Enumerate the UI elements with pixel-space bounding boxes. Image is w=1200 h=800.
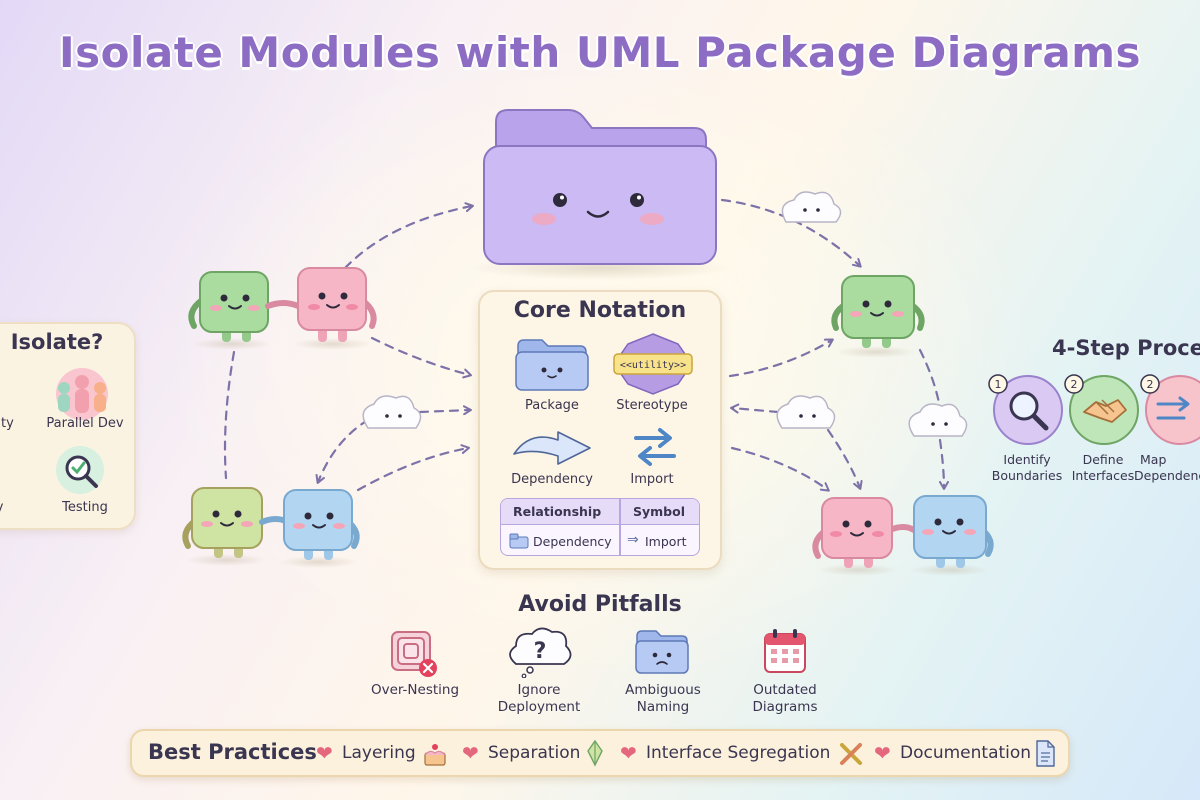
pitfall-label-line2: Diagrams: [752, 699, 818, 715]
table-header-relationship: Relationship: [513, 504, 602, 519]
module-character-olive-bottom-left: [182, 487, 266, 566]
table-cell-symbol: Import: [645, 534, 687, 549]
notation-label-stereotype: Stereotype: [616, 398, 688, 413]
module-character-pink-top-left: [265, 267, 377, 350]
best-practices-heading: Best Practices: [148, 740, 317, 764]
relationship-table: Relationship Symbol Dependency ⇒ Import: [500, 498, 700, 556]
arrow-cloud-to-bottom-left: [315, 418, 370, 484]
separation-icon: [587, 739, 603, 767]
arrow-bottom-left-to-core: [356, 444, 470, 492]
step-label-line2: Interfaces: [1071, 468, 1135, 483]
practice-label: Interface Segregation: [646, 743, 831, 763]
core-notation-heading: Core Notation: [513, 298, 687, 323]
why-isolate-heading: Isolate?: [10, 330, 104, 354]
dependency-arrow-icon: [513, 431, 591, 465]
stereotype-badge-icon: <<utility>>: [613, 333, 693, 395]
pitfall-label: Ambiguous: [625, 682, 701, 698]
page-title: Isolate Modules with UML Package Diagram…: [59, 28, 1141, 77]
notation-label-import: Import: [630, 472, 674, 487]
big-folder-icon: [470, 109, 730, 280]
module-character-pink-bottom-right: [812, 497, 917, 576]
table-header-symbol: Symbol: [633, 504, 685, 519]
magnifier-icon: 1: [988, 374, 1063, 445]
step-number: 2: [1147, 378, 1154, 391]
heart-icon: ❤: [874, 741, 891, 765]
stereotype-badge-text: <<utility>>: [620, 360, 686, 371]
mini-arrow-icon: ⇒: [627, 532, 639, 548]
security-icon: [0, 448, 6, 500]
folder-icon: [515, 339, 589, 391]
pitfall-label-line2: Deployment: [497, 699, 581, 715]
heart-icon: ❤: [620, 741, 637, 765]
nested-boxes-icon: [391, 631, 437, 677]
arrow-right-vertical: [918, 348, 942, 410]
step-number: 1: [995, 378, 1002, 391]
practice-label: Layering: [342, 743, 416, 763]
step-label: Map: [1140, 452, 1167, 467]
sad-folder-icon: [635, 630, 689, 674]
module-character-blue-bottom-right: [910, 495, 994, 576]
calendar-icon: [764, 629, 806, 673]
best-practices-bar: Best Practices ❤ Layering ❤ Separation ❤…: [130, 729, 1070, 777]
steps-heading: 4-Step Proce: [1052, 336, 1200, 360]
team-icon: [56, 368, 108, 420]
handshake-icon: 2: [1064, 374, 1139, 445]
question-cloud-icon: ?: [509, 627, 572, 678]
scalability-icon: [0, 366, 6, 422]
mini-folder-icon: [509, 533, 529, 549]
practice-label: Separation: [488, 743, 581, 763]
arrow-left-vertical: [223, 350, 236, 480]
table-cell-relationship: Dependency: [533, 534, 612, 549]
step-label: Define: [1082, 452, 1124, 467]
pitfalls-heading: Avoid Pitfalls: [518, 592, 682, 617]
step-number: 2: [1071, 378, 1078, 391]
arrow-core-to-right: [728, 338, 834, 378]
notation-label-package: Package: [525, 398, 579, 413]
pitfall-label: Ignore: [517, 682, 561, 698]
why-item-label: ty: [0, 500, 22, 515]
cloud-icon: [362, 191, 968, 437]
document-icon: [1036, 740, 1055, 767]
map-arrows-icon: 2: [1140, 374, 1200, 445]
step-label: Identify: [1003, 452, 1051, 467]
heart-icon: ❤: [462, 741, 479, 765]
module-character-green-top-right: [831, 275, 925, 358]
arrow-cloud-to-bottom-right: [826, 428, 863, 490]
arrow-cloud-to-core: [418, 405, 472, 416]
notation-label-dependency: Dependency: [511, 472, 593, 487]
pitfall-label: Outdated: [753, 682, 817, 698]
core-notation-card: Core Notation Package <<utility>> Stereo…: [478, 290, 722, 570]
arrow-right-cloud-down: [938, 438, 949, 490]
svg-text:?: ?: [534, 639, 547, 664]
why-isolate-card: Isolate? ility Parallel Dev ty Testing: [0, 322, 136, 530]
arrow-left-to-core: [370, 336, 472, 379]
pitfall-label-line2: Naming: [636, 699, 690, 715]
heart-icon: ❤: [316, 741, 333, 765]
arrow-cloud-to-core-right: [730, 403, 780, 414]
crossed-tools-icon: [840, 743, 862, 765]
why-item-label: ility: [0, 416, 14, 431]
practice-label: Documentation: [900, 743, 1032, 763]
magnifier-check-icon: [56, 446, 104, 494]
module-character-blue-bottom-left: [259, 489, 360, 568]
step-label-line2: Boundaries: [991, 468, 1063, 483]
arrow-left-to-folder: [343, 202, 474, 270]
cake-icon: [424, 744, 446, 766]
why-item-label: Parallel Dev: [46, 416, 124, 431]
why-item-label: Testing: [62, 500, 108, 515]
arrow-core-to-bottom-right: [730, 446, 830, 492]
pitfall-label: Over-Nesting: [370, 682, 460, 698]
import-arrows-icon: [634, 428, 676, 466]
step-label-line2: Dependenc: [1134, 468, 1200, 483]
module-character-green-top-left: [188, 271, 272, 350]
